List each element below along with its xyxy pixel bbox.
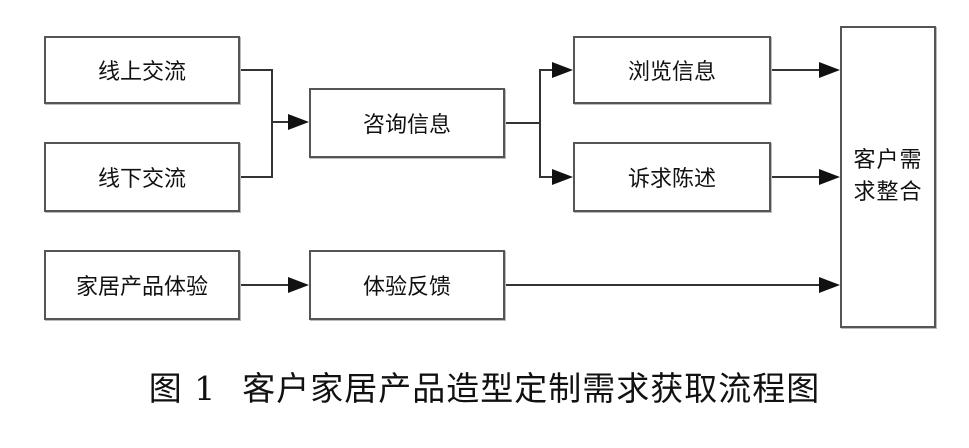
- node-consult-info: 咨询信息: [309, 88, 505, 158]
- node-experience-feedback: 体验反馈: [309, 250, 505, 320]
- arrow-appeal-integ: [819, 169, 840, 185]
- node-browse-info: 浏览信息: [573, 36, 771, 104]
- node-label: 线下交流: [97, 167, 186, 192]
- connector-to-browse: [539, 69, 556, 123]
- node-product-experience: 家居产品体验: [44, 250, 240, 320]
- arrow-to-feedback: [288, 277, 309, 293]
- node-label: 浏览信息: [627, 60, 716, 85]
- node-online-communication: 线上交流: [44, 36, 240, 104]
- node-appeal-statement: 诉求陈述: [573, 142, 771, 212]
- node-label: 体验反馈: [362, 275, 451, 300]
- arrow-to-browse: [552, 62, 573, 78]
- connector-online: [240, 69, 273, 122]
- arrow-to-consult: [288, 114, 309, 130]
- node-label: 家居产品体验: [75, 275, 208, 300]
- node-label: 咨询信息: [362, 113, 451, 138]
- figure-caption: 图 1 客户家居产品造型定制需求获取流程图: [0, 362, 969, 410]
- node-offline-communication: 线下交流: [44, 142, 240, 212]
- node-label: 诉求陈述: [627, 167, 716, 192]
- arrow-to-appeal: [552, 169, 573, 185]
- node-requirement-integration: 客户需求整合: [840, 26, 936, 328]
- connector-offline: [240, 122, 273, 178]
- figure-number: 图 1: [148, 369, 217, 408]
- node-label: 客户需求整合: [853, 148, 923, 205]
- arrow-browse-integ: [819, 62, 840, 78]
- node-label: 线上交流: [97, 60, 186, 85]
- connector-to-appeal: [539, 123, 556, 178]
- figure-title: 客户家居产品造型定制需求获取流程图: [242, 369, 821, 408]
- arrow-feedback-integ: [819, 277, 840, 293]
